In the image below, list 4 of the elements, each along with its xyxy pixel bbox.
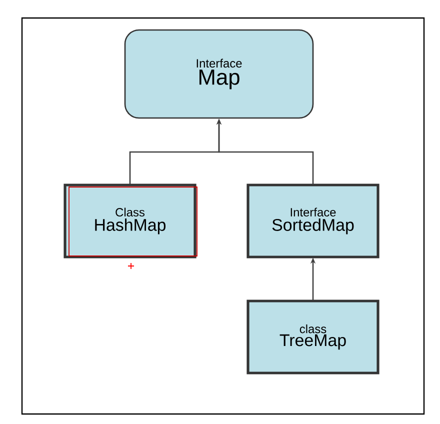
class-box: Interface SortedMap — [246, 184, 380, 258]
class-box: Class HashMap — [64, 184, 196, 258]
class-box: class TreeMap — [246, 300, 380, 374]
interface-box: Interface Map — [124, 29, 314, 119]
